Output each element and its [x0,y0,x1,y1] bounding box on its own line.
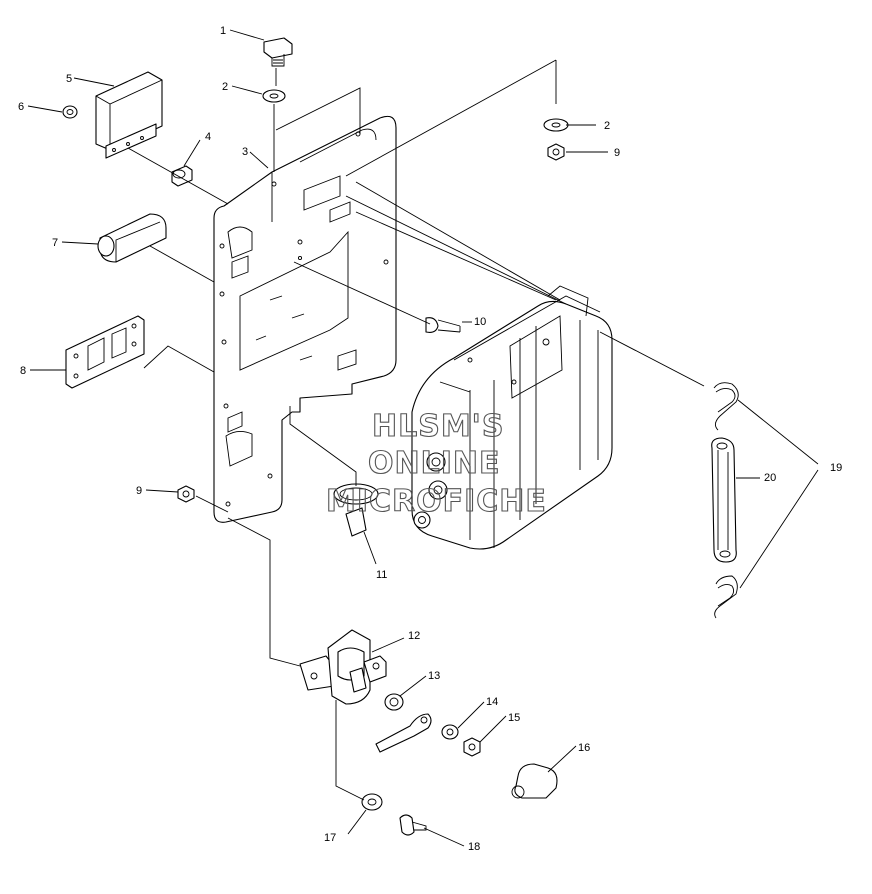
terminal-boot [511,763,558,799]
bracket-plate [65,315,145,389]
callout-10: 10 [474,316,486,328]
solenoid [299,629,387,705]
callout-2: 2 [222,81,228,93]
mounting-plate [213,115,397,523]
nut [177,143,565,503]
callout-20: 20 [764,472,776,484]
assembly-lines [127,59,705,801]
connector-clamp [333,483,379,537]
callout-8: 8 [20,365,26,377]
rubber-strap [711,437,737,563]
screw [399,814,427,836]
callout-leaders [27,29,819,847]
callout-18: 18 [468,841,480,853]
callout-1: 1 [220,25,226,37]
callout-14: 14 [486,696,498,708]
callout-7: 7 [52,237,58,249]
callout-4: 4 [205,131,211,143]
ring-terminal-cable [375,713,432,753]
washer [262,89,569,132]
callout-numbers: 1 2 2 3 4 5 6 7 8 9 9 10 11 12 13 14 15 … [18,25,842,853]
callout-9: 9 [614,147,620,159]
callout-9: 9 [136,485,142,497]
callout-5: 5 [66,73,72,85]
washer-17 [361,793,383,811]
small-washer [62,105,78,119]
relay-block [95,71,163,159]
bolt [263,37,293,67]
callout-15: 15 [508,712,520,724]
callout-13: 13 [428,670,440,682]
callout-2: 2 [604,120,610,132]
lock-washer [384,693,404,711]
watermark-line-2: ONLINE [368,446,501,481]
hex-nut [463,737,481,757]
callout-12: 12 [408,630,420,642]
spacer [171,165,193,187]
callout-17: 17 [324,832,336,844]
electrical-box [411,285,613,550]
watermark: HLSM'S ONLINE MICROFICHE [325,408,547,519]
watermark-line-1: HLSM'S [372,409,504,444]
rivet [425,317,461,333]
callout-6: 6 [18,101,24,113]
clip [97,213,167,263]
strap-hook [713,382,739,619]
callout-11: 11 [376,569,387,581]
callout-16: 16 [578,742,590,754]
callout-19: 19 [830,462,842,474]
flat-washer [441,724,459,740]
watermark-line-3: MICROFICHE [326,484,547,519]
callout-3: 3 [242,146,248,158]
